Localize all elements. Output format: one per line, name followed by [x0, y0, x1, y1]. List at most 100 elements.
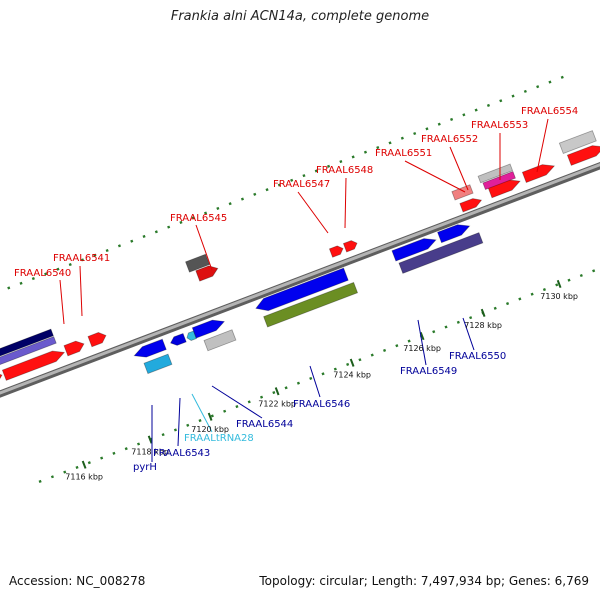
tick-dots-layer	[7, 75, 596, 483]
upper-tick-dot	[228, 202, 232, 206]
gene-block-grey	[185, 253, 210, 273]
lower-tick-dot	[50, 475, 54, 479]
lower-tick-dot	[38, 479, 42, 483]
lower-tick-dot	[567, 278, 571, 282]
gene-label: FRAAL6554	[521, 106, 578, 117]
lower-tick-dot	[395, 344, 399, 348]
tick-label: 7126 kbp	[403, 344, 441, 353]
lower-tick-dot	[223, 409, 227, 413]
gene-label: pyrH	[133, 462, 157, 473]
lower-tick-dot	[530, 292, 534, 296]
major-tick	[556, 279, 562, 289]
gene-label: FRAAL6553	[471, 120, 528, 131]
upper-tick-dot	[56, 267, 60, 271]
gene-block-silver	[558, 130, 597, 154]
gene-label: FRAAL6540	[14, 268, 71, 279]
lower-tick-dot	[75, 465, 79, 469]
tick-label: 7128 kbp	[464, 321, 502, 330]
label-leader-line	[195, 224, 213, 271]
upper-tick-dot	[117, 244, 122, 248]
upper-tick-dot	[265, 188, 269, 192]
label-leader-line	[191, 393, 213, 433]
lower-tick-dot	[198, 419, 202, 423]
label-leader-line	[297, 191, 329, 234]
lower-tick-dot	[321, 372, 325, 376]
lower-tick-dot	[136, 442, 141, 446]
label-leader-line	[404, 160, 466, 193]
upper-tick-dot	[474, 108, 478, 112]
upper-tick-dot	[277, 183, 281, 187]
lower-tick-dot	[469, 316, 473, 320]
gene-arrow-red	[342, 240, 358, 253]
lower-tick-dot	[161, 433, 165, 437]
lower-tick-dot	[370, 353, 374, 357]
gene-label: FRAAL6543	[153, 448, 210, 459]
upper-tick-dot	[302, 174, 306, 178]
major-tick	[274, 387, 280, 396]
gene-label: FRAAL6541	[53, 253, 110, 264]
accession-text: Accession: NC_008278	[9, 574, 146, 588]
upper-tick-dot	[376, 146, 380, 150]
gene-label: FRAAL6552	[421, 134, 478, 145]
map-title: Frankia alni ACN14a, complete genome	[170, 9, 430, 24]
gene-block-silver	[203, 329, 237, 352]
gene-arrow-red	[521, 164, 556, 184]
gene-arrow-red	[459, 198, 483, 213]
major-tick	[147, 435, 153, 444]
label-leader-line	[79, 265, 83, 317]
lower-tick-dot	[592, 269, 596, 273]
gene-block-navy	[0, 328, 54, 357]
genome-summary-text: Topology: circular; Length: 7,497,934 bp…	[259, 574, 589, 588]
gene-arrow-blue	[437, 224, 471, 244]
lower-tick-dot	[63, 470, 67, 474]
lower-tick-dot	[210, 414, 214, 418]
upper-tick-dot	[363, 150, 368, 154]
upper-tick-dot	[462, 113, 466, 117]
lower-tick-dot	[247, 400, 251, 404]
lower-tick-dot	[100, 456, 104, 460]
tick-label: 7130 kbp	[540, 292, 578, 301]
lower-tick-dot	[173, 428, 177, 432]
lower-tick-dot	[518, 297, 522, 301]
lower-tick-dot	[333, 367, 337, 371]
upper-tick-dot	[523, 89, 527, 93]
lower-tick-dot	[186, 423, 190, 427]
major-tick	[81, 460, 87, 469]
gene-label: FRAAL6547	[273, 179, 330, 190]
gene-arrow-red	[87, 332, 107, 348]
gene-arrow-blue	[391, 238, 437, 262]
upper-tick-dot	[253, 192, 257, 196]
gene-arrow-blue	[191, 319, 226, 339]
lower-tick-dot	[555, 283, 559, 287]
label-leader-line	[462, 317, 475, 351]
lower-tick-dot	[358, 358, 362, 362]
upper-tick-dot	[450, 117, 454, 122]
lower-tick-dot	[87, 461, 91, 465]
lower-tick-dot	[346, 362, 350, 366]
label-leader-line	[536, 118, 549, 173]
upper-tick-dot	[81, 258, 85, 262]
lower-tick-dot	[112, 451, 116, 455]
upper-tick-dot	[314, 169, 318, 173]
upper-tick-dot	[290, 178, 294, 182]
upper-tick-dot	[7, 286, 11, 290]
gene-arrow-red	[328, 245, 344, 258]
major-tick	[480, 308, 486, 317]
gene-label: FRAALtRNA28	[184, 433, 254, 444]
gene-label: FRAAL6546	[293, 399, 350, 410]
label-leader-line	[449, 146, 469, 191]
upper-tick-dot	[204, 211, 208, 215]
major-tick	[419, 331, 425, 341]
gene-block-purple	[0, 336, 57, 366]
upper-tick-dot	[240, 197, 245, 201]
gene-label: FRAAL6549	[400, 366, 457, 377]
upper-tick-dot	[179, 220, 183, 224]
backbone-layer	[0, 161, 600, 398]
upper-tick-dot	[400, 136, 404, 140]
upper-tick-dot	[105, 248, 109, 253]
upper-tick-dot	[327, 164, 331, 168]
lower-tick-dot	[259, 395, 264, 399]
upper-tick-dot	[413, 131, 417, 136]
